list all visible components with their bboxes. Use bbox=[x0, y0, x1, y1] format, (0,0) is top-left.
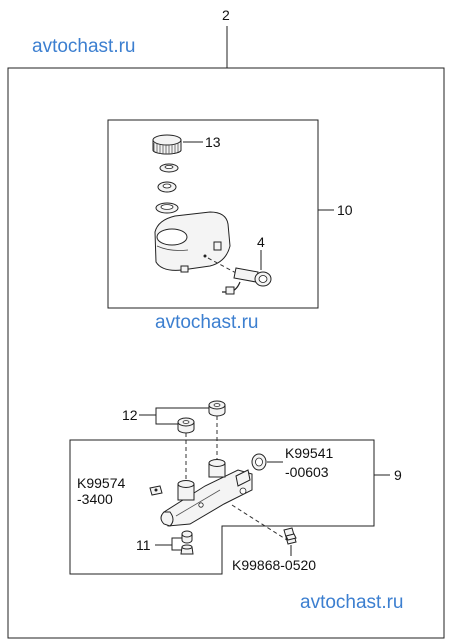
callout-2: 2 bbox=[222, 7, 230, 23]
watermark-middle: avtochast.ru bbox=[155, 312, 259, 333]
part-number-seal-line2: -00603 bbox=[285, 464, 329, 480]
master-cylinder-body bbox=[160, 459, 253, 527]
bleeder-cap bbox=[181, 530, 193, 544]
assembly-frame bbox=[7, 67, 445, 639]
grommet-front bbox=[177, 417, 195, 434]
fluid-level-sensor bbox=[207, 257, 272, 295]
seal-ring bbox=[251, 453, 267, 471]
leader-11 bbox=[155, 537, 182, 551]
mounting-bolt bbox=[283, 527, 297, 545]
master-cylinder-frame bbox=[69, 439, 375, 575]
callout-13: 13 bbox=[205, 134, 221, 150]
part-number-seal-line1: K99541 bbox=[285, 445, 333, 461]
callout-9: 9 bbox=[394, 467, 402, 483]
callout-12: 12 bbox=[122, 407, 138, 423]
bleeder-screw bbox=[180, 544, 194, 555]
grommet-rear bbox=[208, 400, 226, 417]
reservoir-tank bbox=[154, 211, 231, 273]
strainer bbox=[157, 181, 177, 193]
reservoir-cap bbox=[152, 134, 182, 155]
leader-12 bbox=[139, 407, 209, 425]
callout-4: 4 bbox=[257, 234, 265, 250]
cylinder-nut bbox=[149, 485, 163, 496]
cap-seal bbox=[159, 163, 179, 173]
reservoir-gasket bbox=[155, 202, 179, 214]
part-number-nut-line1: K99574 bbox=[77, 475, 125, 491]
grommet-guide-lines bbox=[185, 416, 218, 485]
watermark-top: avtochast.ru bbox=[32, 36, 136, 57]
callout-11: 11 bbox=[136, 537, 151, 553]
callout-10: 10 bbox=[337, 202, 353, 218]
part-number-nut-line2: -3400 bbox=[77, 491, 113, 507]
part-number-bolt: K99868-0520 bbox=[232, 557, 316, 573]
bolt-guide-line bbox=[231, 504, 288, 541]
reservoir-frame bbox=[107, 119, 319, 309]
watermark-bottom: avtochast.ru bbox=[300, 592, 404, 613]
